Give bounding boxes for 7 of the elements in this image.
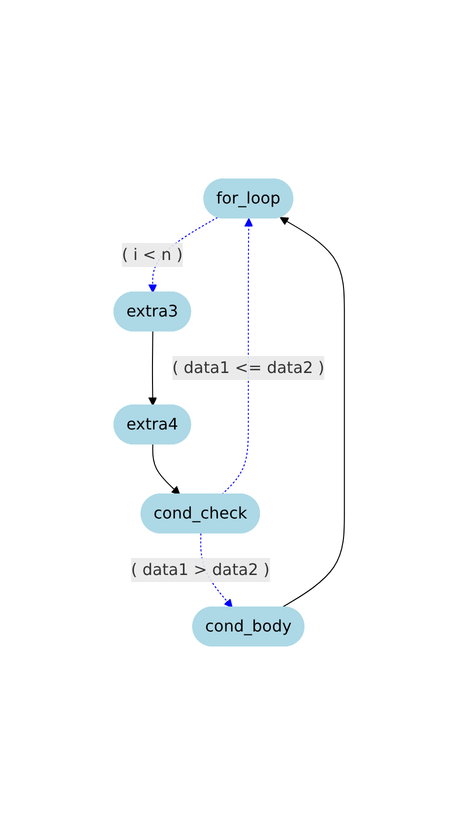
edge-label: ( data1 > data2 ) [131, 560, 270, 579]
arrow [148, 331, 158, 406]
arrow [152, 444, 180, 495]
edge-label: ( i < n ) [122, 245, 184, 264]
arrow [222, 218, 254, 495]
edge-label: ( data1 <= data2 ) [172, 358, 325, 377]
arrow [280, 217, 346, 608]
